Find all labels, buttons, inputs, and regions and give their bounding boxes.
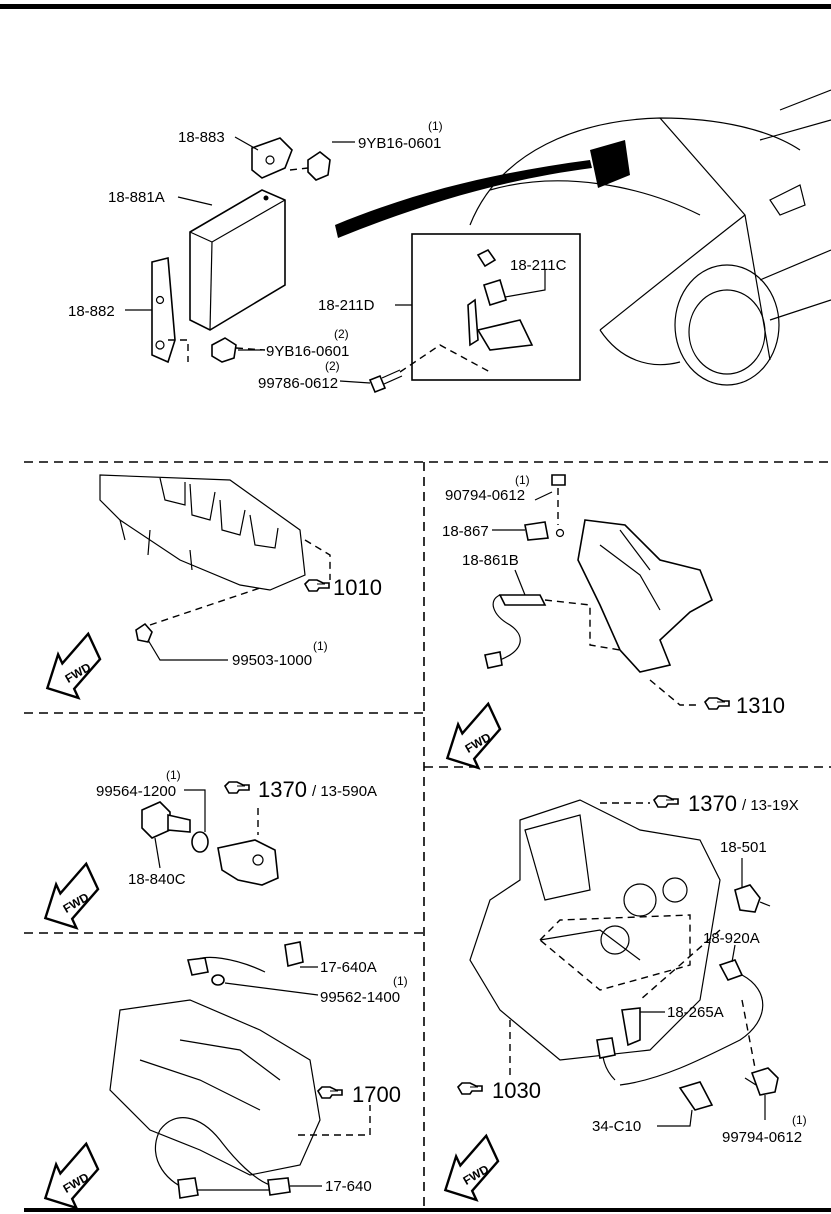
exhaust-manifold xyxy=(577,519,714,673)
fwd-arrow-4: FWD xyxy=(30,1142,111,1214)
label-17-640: 17-640 xyxy=(325,1178,372,1195)
qty-99503: (1) xyxy=(313,639,328,653)
label-18-840c: 18-840C xyxy=(128,871,186,888)
bolt-90794 xyxy=(551,474,566,525)
reference-hand-icon xyxy=(224,781,250,794)
label-18-881a: 18-881A xyxy=(108,189,165,206)
label-18-501: 18-501 xyxy=(720,839,767,856)
bottom-border xyxy=(24,1208,831,1212)
transmission-outline xyxy=(109,999,321,1176)
label-9yb16-bottom: 9YB16-0601 xyxy=(266,343,349,360)
reference-hand-icon xyxy=(457,1082,483,1095)
oring-99562 xyxy=(211,974,225,986)
ref-1370-b-sub: / 13-19X xyxy=(742,797,799,814)
ref-1370-a-sub: / 13-590A xyxy=(312,783,377,800)
label-34-c10: 34-C10 xyxy=(592,1118,641,1135)
bracket-18-265a xyxy=(621,1007,641,1047)
washer-99564 xyxy=(191,831,209,853)
label-17-640a: 17-640A xyxy=(320,959,377,976)
qty-99786: (2) xyxy=(325,359,340,373)
fwd-arrow-5: FWD xyxy=(430,1134,511,1212)
qty-99564: (1) xyxy=(166,768,181,782)
reference-hand-icon xyxy=(704,697,730,710)
engine-block-outline xyxy=(469,799,721,1061)
fwd-arrow-1: FWD xyxy=(32,632,113,710)
label-99794: 99794-0612 xyxy=(722,1129,802,1146)
ref-1310: 1310 xyxy=(736,693,785,718)
sensor-harness-17-640 xyxy=(154,1117,291,1199)
speed-sensor-17-640a xyxy=(186,941,304,976)
fwd-arrow-3: FWD xyxy=(30,862,111,940)
label-9yb16-top: 9YB16-0601 xyxy=(358,135,441,152)
bolt-99794 xyxy=(744,1067,779,1096)
label-18-882: 18-882 xyxy=(68,303,115,320)
qty-9yb16-bottom: (2) xyxy=(334,327,349,341)
label-18-883: 18-883 xyxy=(178,129,225,146)
qty-9yb16-top: (1) xyxy=(428,119,443,133)
clip-34-c10 xyxy=(678,1081,714,1111)
label-99562: 99562-1400 xyxy=(320,989,400,1006)
sensor-18-867 xyxy=(524,521,565,541)
section-dividers xyxy=(24,461,831,1208)
nut-upper xyxy=(307,151,331,181)
label-99564: 99564-1200 xyxy=(96,783,176,800)
reference-hand-icon xyxy=(653,795,679,808)
label-18-265a: 18-265A xyxy=(667,1004,724,1021)
oxygen-sensor-18-861b xyxy=(484,594,547,669)
label-18-920a: 18-920A xyxy=(703,930,760,947)
label-18-861b: 18-861B xyxy=(462,552,519,569)
ref-1010: 1010 xyxy=(333,575,382,600)
top-border xyxy=(0,4,831,9)
thermostat-housing xyxy=(217,839,279,886)
ref-1700: 1700 xyxy=(352,1082,401,1107)
cylinder-head-outline xyxy=(99,474,306,591)
sensor-detail-box xyxy=(411,233,581,381)
leaders-top xyxy=(125,136,546,384)
sensor-18-920a xyxy=(596,959,764,1086)
label-99503: 99503-1000 xyxy=(232,652,312,669)
qty-99794: (1) xyxy=(792,1113,807,1127)
nut-lower xyxy=(211,337,237,363)
label-18-867: 18-867 xyxy=(442,523,489,540)
reference-hand-icon xyxy=(317,1086,343,1099)
vehicle-outline xyxy=(335,89,831,386)
bolt-99786 xyxy=(368,369,403,394)
ref-1370-a: 1370 xyxy=(258,777,307,802)
label-18-211c: 18-211C xyxy=(510,257,567,274)
sensor-18-840c xyxy=(141,801,191,839)
ecu-bracket-upper xyxy=(251,137,293,179)
ref-1030: 1030 xyxy=(492,1078,541,1103)
switch-18-501 xyxy=(734,884,771,913)
plug-99503 xyxy=(135,622,153,643)
reference-hand-icon xyxy=(304,579,330,592)
qty-90794: (1) xyxy=(515,473,530,487)
label-18-211d: 18-211D xyxy=(318,297,375,314)
ecu-module xyxy=(189,189,286,331)
label-90794: 90794-0612 xyxy=(445,487,525,504)
ref-1370-b: 1370 xyxy=(688,791,737,816)
label-99786: 99786-0612 xyxy=(258,375,338,392)
qty-99562: (1) xyxy=(393,974,408,988)
ecu-bracket-side xyxy=(151,256,176,364)
